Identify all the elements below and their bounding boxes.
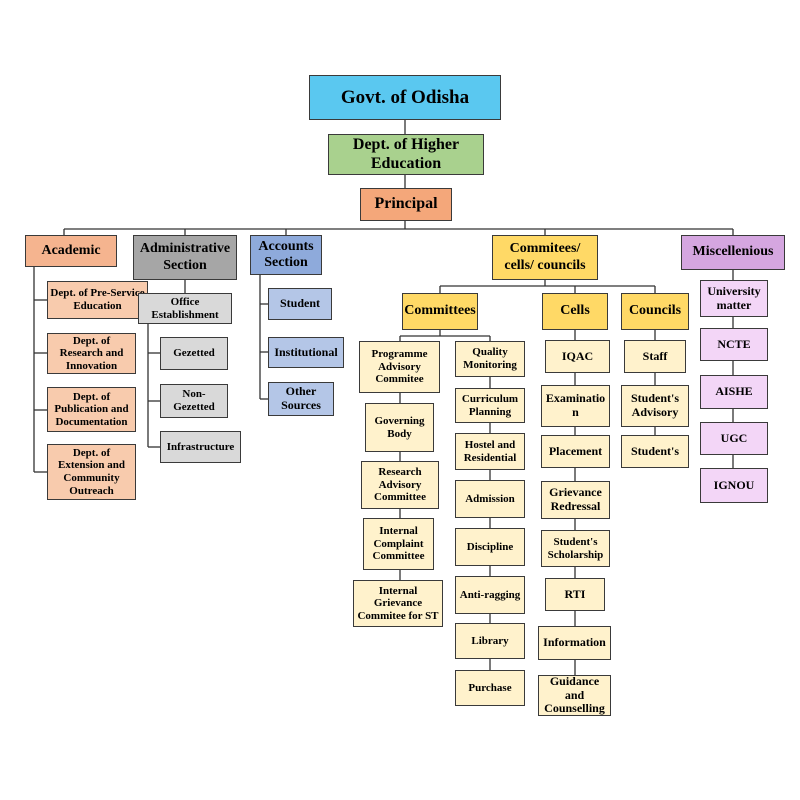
node-committees: Committees [402, 293, 478, 330]
academic-item: Dept. of Pre-Service Education [47, 281, 148, 319]
council-item: Student's [621, 435, 689, 468]
node-principal: Principal [360, 188, 452, 221]
node-cells: Cells [542, 293, 608, 330]
cell-item: Placement [541, 435, 610, 468]
committee-item: Library [455, 623, 525, 659]
accounts-item: Institutional [268, 337, 344, 368]
misc-item: NCTE [700, 328, 768, 361]
committee-item: Discipline [455, 528, 525, 566]
committee-item: Research Advisory Committee [361, 461, 439, 509]
node-administrative-section: Administrative Section [133, 235, 237, 280]
node-commitees-cells-councils: Commitees/ cells/ councils [492, 235, 598, 280]
node-office-establishment: Office Establishment [138, 293, 232, 324]
node-academic: Academic [25, 235, 117, 267]
academic-item: Dept. of Publication and Documentation [47, 387, 136, 432]
committee-item: Anti-ragging [455, 576, 525, 614]
misc-item: UGC [700, 422, 768, 455]
node-accounts-section: Accounts Section [250, 235, 322, 275]
academic-item: Dept. of Extension and Community Outreac… [47, 444, 136, 500]
council-item: Staff [624, 340, 686, 373]
committee-item: Governing Body [365, 403, 434, 452]
administrative-item: Non-Gezetted [160, 384, 228, 418]
committee-item: Quality Monitoring [455, 341, 525, 377]
accounts-item: Other Sources [268, 382, 334, 416]
committee-item: Curriculum Planning [455, 388, 525, 423]
misc-item: University matter [700, 280, 768, 317]
administrative-item: Gezetted [160, 337, 228, 370]
cell-item: Student's Scholarship [541, 530, 610, 567]
committee-item: Internal Grievance Commitee for ST [353, 580, 443, 627]
committee-item: Admission [455, 480, 525, 518]
cell-item: Grievance Redressal [541, 481, 610, 519]
cell-item: IQAC [545, 340, 610, 373]
node-miscellenious: Miscellenious [681, 235, 785, 270]
cell-item: Information [538, 626, 611, 660]
node-dept-higher-education: Dept. of Higher Education [328, 134, 484, 175]
node-councils: Councils [621, 293, 689, 330]
committee-item: Purchase [455, 670, 525, 706]
cell-item: RTI [545, 578, 605, 611]
committee-item: Hostel and Residential [455, 433, 525, 470]
committee-item: Programme Advisory Commitee [359, 341, 440, 393]
administrative-item: Infrastructure [160, 431, 241, 463]
committee-item: Internal Complaint Committee [363, 518, 434, 570]
node-govt: Govt. of Odisha [309, 75, 501, 120]
misc-item: AISHE [700, 375, 768, 409]
accounts-item: Student [268, 288, 332, 320]
academic-item: Dept. of Research and Innovation [47, 333, 136, 374]
cell-item: Guidance and Counselling [538, 674, 611, 716]
misc-item: IGNOU [700, 468, 768, 503]
cell-item: Examinatio n [541, 385, 610, 427]
council-item: Student's Advisory [621, 385, 689, 427]
